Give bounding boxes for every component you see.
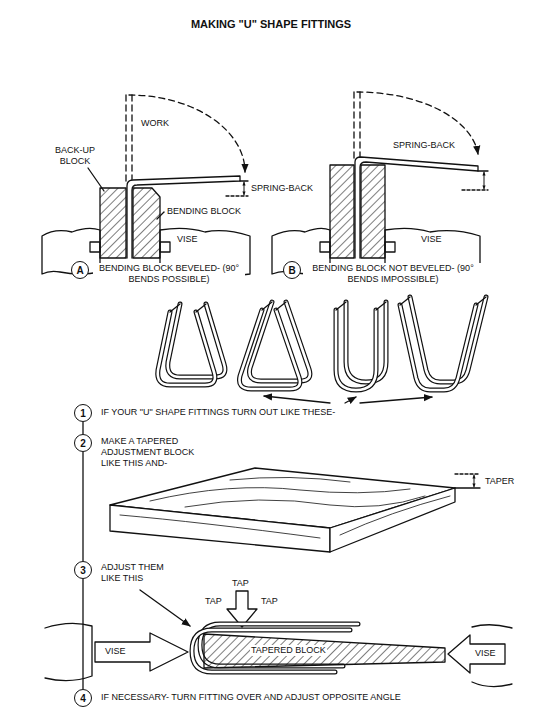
circle-number: B [288, 265, 295, 276]
figure-caption: BENDING BLOCK NOT BEVELED- (90° BENDS IM… [303, 263, 483, 285]
action-label: TAP [204, 596, 223, 607]
part-label: WORK [140, 118, 170, 129]
part-label: BENDING BLOCK [166, 206, 242, 217]
part-label: VISE [420, 234, 443, 245]
step-circle: A [71, 261, 89, 279]
step-text: IF YOUR "U" SHAPE FITTINGS TURN OUT LIKE… [100, 407, 336, 418]
action-label: TAP [231, 578, 250, 589]
circle-number: 1 [80, 408, 86, 419]
circle-number: 2 [80, 438, 86, 449]
circle-number: 3 [80, 565, 86, 576]
step-text: ADJUST THEM LIKE THIS [100, 562, 180, 584]
part-label: VISE [176, 234, 199, 245]
step-connector [82, 452, 83, 561]
step-circle: 2 [74, 434, 92, 452]
part-label: VISE [104, 646, 127, 657]
action-label: TAP [260, 596, 279, 607]
step-circle: 4 [74, 689, 92, 707]
step-text: MAKE A TAPERED ADJUSTMENT BLOCK LIKE THI… [100, 436, 210, 469]
step-text: IF NECESSARY- TURN FITTING OVER AND ADJU… [100, 692, 402, 703]
part-label: TAPERED BLOCK [250, 645, 327, 656]
step-connector [82, 422, 83, 434]
step-connector [82, 579, 83, 689]
step-circle: 1 [74, 404, 92, 422]
dimension-label: TAPER [484, 476, 515, 487]
part-label: BACK-UP BLOCK [48, 145, 102, 167]
part-label: VISE [474, 648, 497, 659]
dimension-label: SPRING-BACK [392, 140, 456, 151]
figure-caption: BENDING BLOCK BEVELED- (90° BENDS POSSIB… [93, 263, 245, 285]
dimension-label: SPRING-BACK [250, 183, 314, 194]
step-circle: B [283, 261, 301, 279]
step-circle: 3 [74, 561, 92, 579]
circle-number: 4 [80, 693, 86, 704]
circle-number: A [76, 265, 83, 276]
diagram-title: MAKING "U" SHAPE FITTINGS [0, 18, 542, 31]
